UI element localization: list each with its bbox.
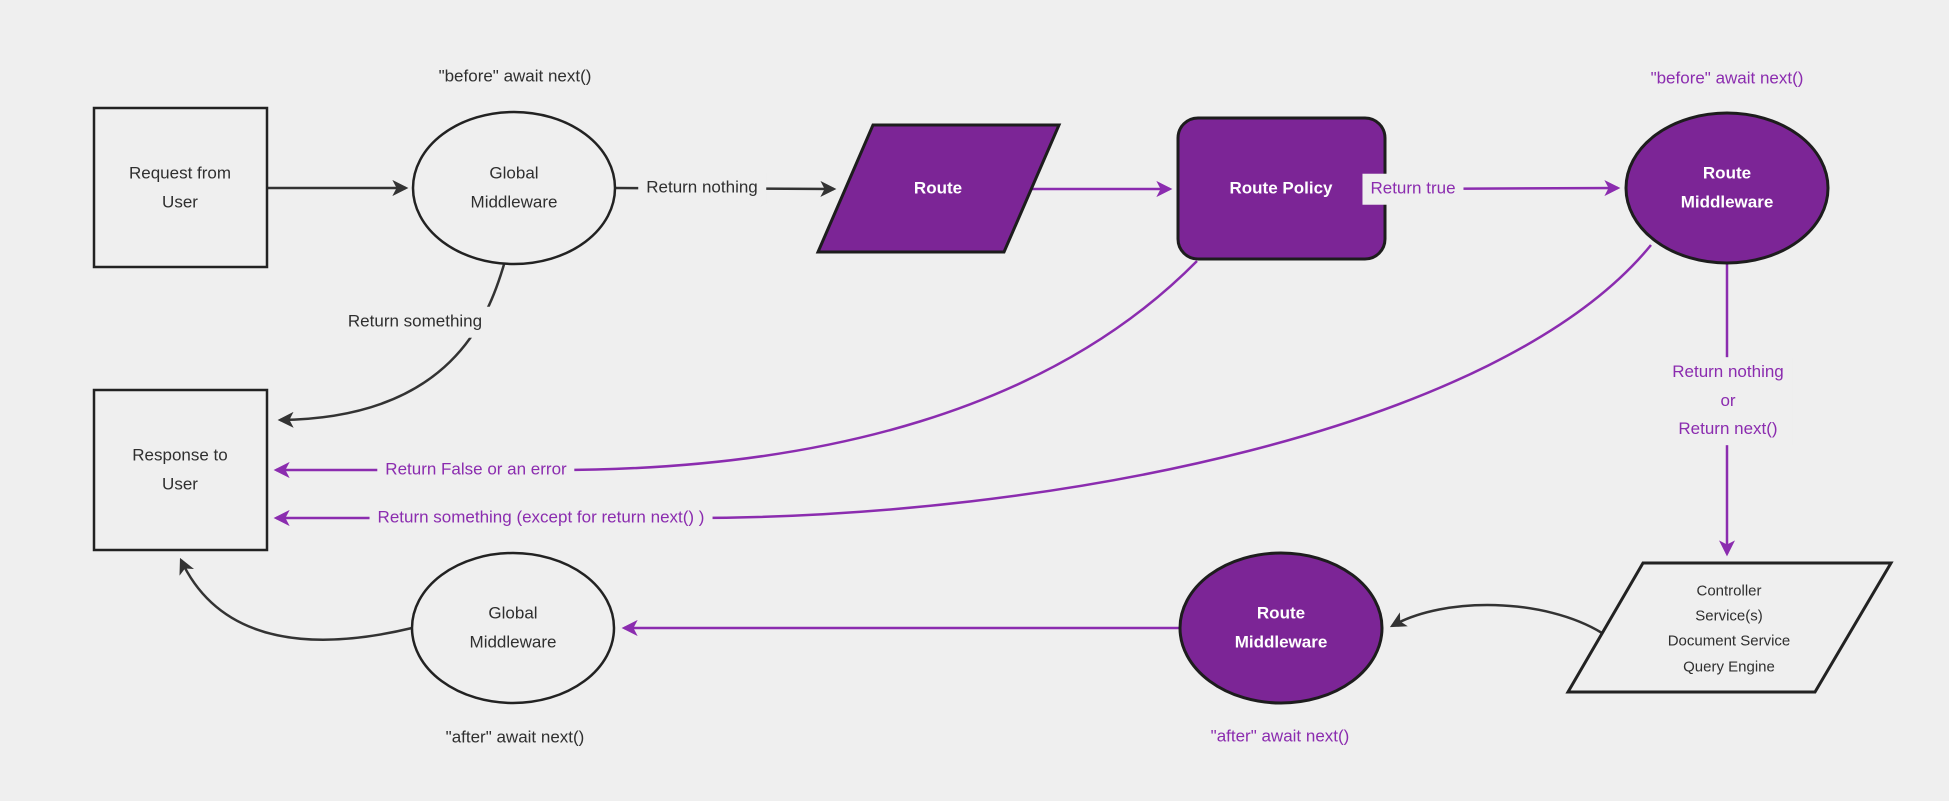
global-middleware-after-label: Global Middleware [469, 603, 557, 651]
return-false-or-error-label: Return False or an error [377, 454, 575, 486]
before-await-next-global-label: "before" await next() [438, 66, 592, 86]
edge-route-policy-return-false-to-response [273, 260, 1198, 478]
route-policy-label: Route Policy [1229, 178, 1333, 198]
route-middleware-before-label: Route Middleware [1680, 163, 1774, 211]
edge-route-middleware-return-something-to-response [273, 244, 1652, 526]
response-to-user-label: Response to User [132, 445, 228, 493]
route-node [815, 123, 1062, 254]
return-nothing-label: Return nothing [638, 172, 766, 204]
response-to-user-node [92, 388, 269, 552]
return-nothing-or-next-label: Return nothing or Return next() [1664, 357, 1792, 445]
after-await-next-global-label: "after" await next() [445, 727, 585, 747]
route-middleware-after-node [1178, 551, 1384, 705]
return-something-except-label: Return something (except for return next… [369, 502, 713, 534]
global-middleware-before-node [411, 110, 617, 266]
services-node [1565, 561, 1894, 694]
request-from-user-label: Request from User [128, 163, 232, 211]
edge-global-middleware-after-to-response [179, 557, 413, 641]
route-middleware-before-node [1624, 111, 1830, 265]
return-something-label: Return something [339, 306, 491, 338]
after-await-next-route-label: "after" await next() [1210, 726, 1350, 746]
request-from-user-node [92, 106, 269, 269]
edge-global-middleware-return-something-to-response [277, 260, 507, 428]
global-middleware-after-node [410, 551, 616, 705]
global-middleware-before-label: Global Middleware [470, 163, 558, 211]
route-label: Route [913, 178, 963, 198]
before-await-next-route-label: "before" await next() [1650, 68, 1804, 88]
edge-services-to-route-middleware-after [1389, 603, 1603, 635]
services-label: Controller Service(s) Document Service Q… [1667, 582, 1791, 676]
return-true-label: Return true [1362, 173, 1464, 205]
route-middleware-after-label: Route Middleware [1234, 603, 1328, 651]
